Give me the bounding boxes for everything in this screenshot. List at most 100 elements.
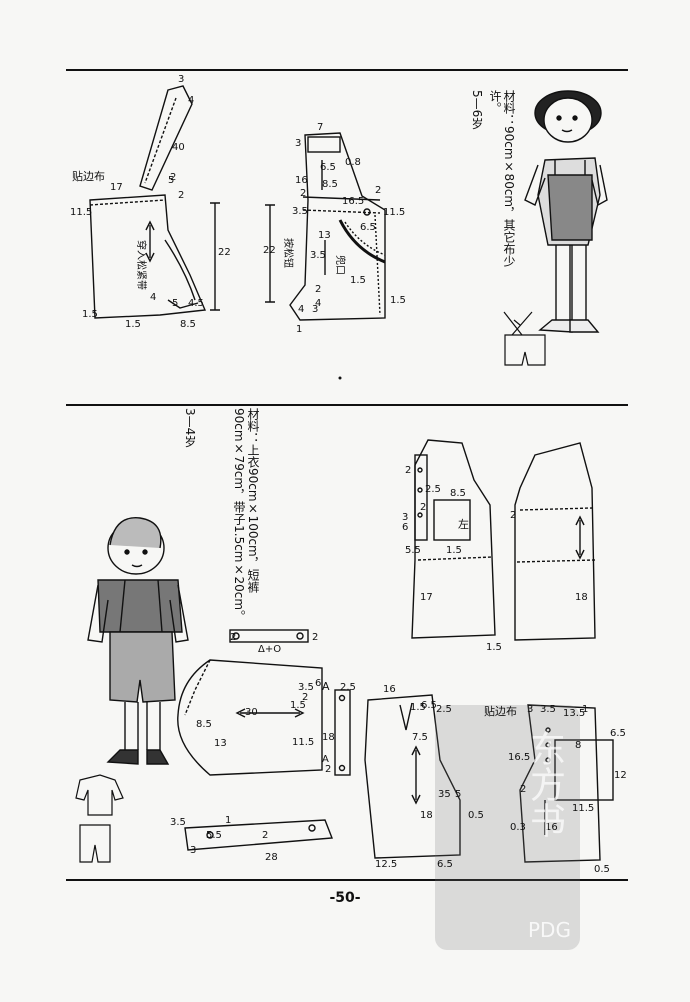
dimension-label: 2 (510, 510, 516, 521)
dimension-label: 0.5 (468, 810, 484, 821)
dimension-label: 6 (315, 678, 321, 689)
dimension-label: 12.5 (375, 859, 397, 870)
dimension-label: 16.5 (342, 196, 364, 207)
shorts-back-piece (519, 704, 614, 863)
dimension-label: 17 (420, 592, 433, 603)
dimension-label: 12 (614, 770, 627, 781)
dimension-label: 0.5 (594, 864, 610, 875)
dimension-label: 13 (318, 230, 331, 241)
dimension-label: 1.5 (82, 309, 98, 320)
dimension-label: 2 (302, 692, 308, 703)
dimension-label: 17 (110, 182, 123, 193)
dimension-label: 16 (295, 175, 308, 186)
dimension-label: 2 (420, 502, 426, 513)
dimension-label: 5 (455, 789, 461, 800)
label-point-a: A (322, 680, 330, 693)
dimension-label: 5.5 (405, 545, 421, 556)
dimension-label: 2 (325, 764, 331, 775)
dimension-label: 6 (402, 522, 408, 533)
shirt-front-piece (411, 439, 496, 639)
dimension-label: 16 (545, 822, 558, 833)
dimension-label: 2 (230, 632, 236, 643)
dimension-label: 13.5 (563, 708, 585, 719)
dimension-label: 18 (575, 592, 588, 603)
dimension-label: 8 (575, 740, 581, 751)
dimension-label: 28 (265, 852, 278, 863)
dimension-label: 16.5 (508, 752, 530, 763)
top-materials-text: 材料：90cm×80cm，其它布少许。 (488, 90, 516, 268)
dimension-label: 6.5 (437, 859, 453, 870)
dimension-label: 6.5 (421, 700, 437, 711)
dimension-label: 4.5 (188, 298, 204, 309)
dimension-label: 11.5 (292, 737, 314, 748)
bottom-age-label: 3—4岁 (183, 408, 197, 448)
dimension-label: 4 (150, 292, 156, 303)
dimension-label: 11.5 (383, 207, 405, 218)
boy-illustration (87, 517, 189, 765)
watermark-seal (435, 705, 580, 950)
dimension-label: 3 (527, 704, 533, 715)
dimension-label: 1 (225, 815, 231, 826)
bottom-materials-text: 材料：上衣90cm×100cm，短裤90cm×79cm，带子1.5cm×20cm… (232, 408, 260, 623)
dimension-label: 2 (262, 830, 268, 841)
dimension-label: 2 (170, 172, 176, 183)
shorts-front-piece (364, 694, 461, 859)
dimension-label: 2 (375, 185, 381, 196)
dimension-label: 1.5 (486, 642, 502, 653)
dimension-label: 1.5 (390, 295, 406, 306)
dimension-label: 5 (168, 175, 174, 186)
dimension-label: 7 (317, 122, 323, 133)
small-shirt-sketch (75, 774, 124, 863)
dimension-label: 18 (420, 810, 433, 821)
dimension-label: 2.5 (340, 682, 356, 693)
dimension-label: 3.5 (292, 206, 308, 217)
dimension-label: 3.5 (310, 250, 326, 261)
dimension-label: 1.5 (446, 545, 462, 556)
dimension-label: 22 (218, 247, 231, 258)
overall-front-piece (265, 132, 386, 321)
dimension-label: 2 (178, 190, 184, 201)
dimension-label: 2.5 (436, 704, 452, 715)
dimension-label: 3.5 (540, 704, 556, 715)
shirt-back-piece (514, 442, 596, 641)
dimension-label: 18 (322, 732, 335, 743)
dimension-label: 3 (295, 138, 301, 149)
dimension-label: 1.5 (290, 700, 306, 711)
girl-illustration (524, 90, 608, 333)
dimension-label: 8.5 (322, 179, 338, 190)
watermark-label: PDG (528, 918, 571, 942)
dimension-label: 1 (296, 324, 302, 335)
cuff-piece (334, 689, 351, 776)
dimension-label: 2 (300, 188, 306, 199)
small-shorts-sketch (503, 311, 546, 366)
dimension-label: 2 (520, 784, 526, 795)
dimension-label: 8.5 (450, 488, 466, 499)
label-left: 左 (458, 518, 469, 531)
dimension-label: 5.5 (206, 830, 222, 841)
label-elastic: 穿入松紧带 (135, 240, 148, 290)
dimension-label: 2 (315, 284, 321, 295)
dimension-label: 5 (172, 298, 178, 309)
label-facing-bottom: 贴边布 (484, 704, 517, 718)
dimension-label: 3.5 (298, 682, 314, 693)
dimension-label: 4 (188, 95, 194, 106)
dimension-label: 6.5 (360, 222, 376, 233)
dimension-label: 30 (245, 707, 258, 718)
overall-back-piece (89, 85, 220, 319)
waistband-piece (184, 819, 333, 851)
dimension-label: 3 (178, 74, 184, 85)
dimension-label: 8.5 (196, 719, 212, 730)
dimension-label: 0.3 (510, 822, 526, 833)
page-number: -50- (329, 890, 361, 906)
dimension-label: 2.5 (425, 484, 441, 495)
dimension-label: 13 (214, 738, 227, 749)
dimension-label: 3 (312, 304, 318, 315)
dimension-label: 0.8 (345, 157, 361, 168)
dimension-label: 2 (312, 632, 318, 643)
dimension-label: 1.5 (350, 275, 366, 286)
label-pocket: 兜口 (334, 255, 347, 275)
dimension-label: 16 (383, 684, 396, 695)
dimension-label: 3.5 (170, 817, 186, 828)
dimension-label: 40 (172, 142, 185, 153)
